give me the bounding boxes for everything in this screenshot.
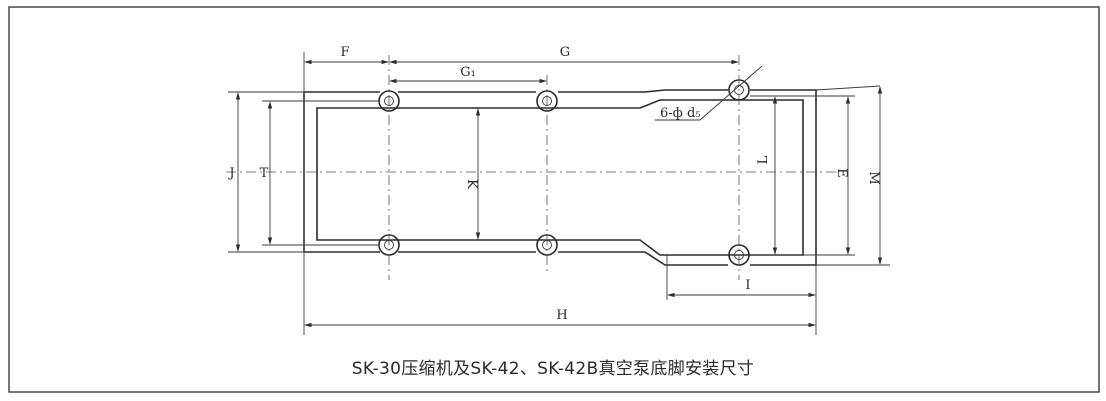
label-J: J [227,166,234,181]
label-H: H [556,308,567,323]
base-outline-inner [316,99,804,256]
label-M: M [866,171,881,184]
drawing-border [8,6,1100,393]
label-K: K [464,179,479,189]
label-F: F [340,45,349,60]
label-L: L [756,155,771,164]
diagram-caption: SK-30压缩机及SK-42、SK-42B真空泵底脚安装尺寸 [352,359,754,379]
label-T: T [260,166,269,181]
base-outline-outer [304,89,817,266]
label-E: E [834,168,849,178]
label-G: G [560,45,570,60]
label-G1: G₁ [460,65,476,80]
hole-leader [699,65,763,121]
ext-line [815,85,881,91]
label-hole-spec: 6-ф d₅ [660,106,701,121]
label-I: I [745,278,750,293]
